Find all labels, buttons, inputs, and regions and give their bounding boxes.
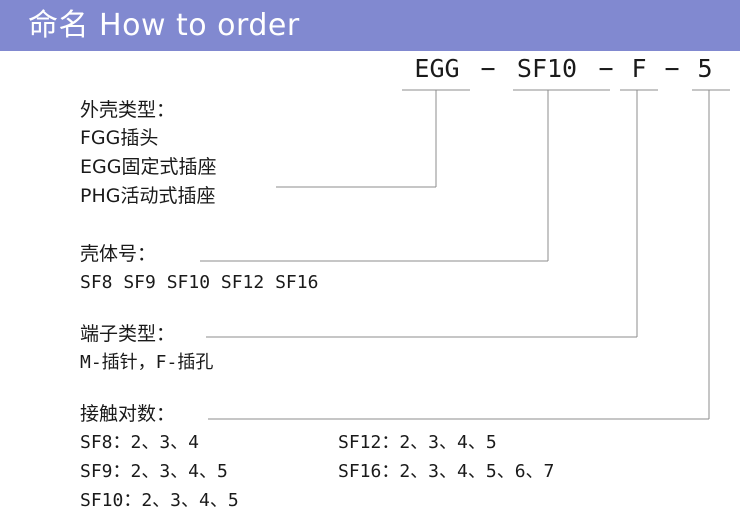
spec-line-shell-sizes: SF8 SF9 SF10 SF12 SF16: [80, 272, 319, 293]
spec-title-shell-type: 外壳类型：: [80, 99, 176, 121]
spec-line-phg: PHG活动式插座: [80, 185, 216, 207]
contact-row-sf10: SF10：2、3、4、5: [80, 490, 239, 511]
part-number-segment-contacts: 5: [697, 54, 713, 83]
spec-block-terminal-type: 端子类型： M-插针，F-插孔: [80, 320, 213, 377]
contact-row-sf8: SF8：2、3、4: [80, 432, 200, 453]
contact-row-sf9: SF9：2、3、4、5: [80, 461, 228, 482]
contact-count-column-left: SF8：2、3、4 SF9：2、3、4、5 SF10：2、3、4、5: [80, 428, 239, 515]
part-number-segment-housing: EGG: [414, 54, 460, 83]
part-number-separator-3: −: [664, 54, 680, 83]
leader-line-shell-size: [200, 89, 610, 262]
part-number-segment-shell: SF10: [516, 54, 578, 83]
spec-line-egg: EGG固定式插座: [80, 156, 217, 178]
spec-block-shell-type: 外壳类型： FGG插头 EGG固定式插座 PHG活动式插座: [80, 96, 216, 211]
spec-title-terminal-type: 端子类型：: [80, 323, 176, 345]
leader-line-shell-type: [276, 89, 470, 188]
contact-row-sf12: SF12：2、3、4、5: [338, 432, 497, 453]
spec-block-contact-count: 接触对数： SF8：2、3、4 SF9：2、3、4、5 SF10：2、3、4、5…: [80, 400, 680, 511]
header-banner: 命名 How to order: [0, 0, 740, 51]
part-number-separator-2: −: [598, 54, 614, 83]
page-title: 命名 How to order: [28, 8, 300, 43]
spec-line-fgg: FGG插头: [80, 127, 159, 149]
contact-row-sf16: SF16：2、3、4、5、6、7: [338, 461, 555, 482]
contact-count-column-right: SF12：2、3、4、5 SF16：2、3、4、5、6、7: [338, 428, 554, 486]
part-number-segment-terminal: F: [631, 54, 647, 83]
part-number-separator-1: −: [480, 54, 496, 83]
spec-block-shell-size: 壳体号： SF8 SF9 SF10 SF12 SF16: [80, 240, 318, 297]
spec-title-shell-size: 壳体号：: [80, 243, 157, 265]
part-number-row: EGG − SF10 − F − 5: [395, 54, 740, 86]
spec-title-contact-count: 接触对数：: [80, 403, 176, 425]
leader-line-terminal-type: [206, 89, 658, 338]
spec-line-terminal-types: M-插针，F-插孔: [80, 352, 214, 373]
